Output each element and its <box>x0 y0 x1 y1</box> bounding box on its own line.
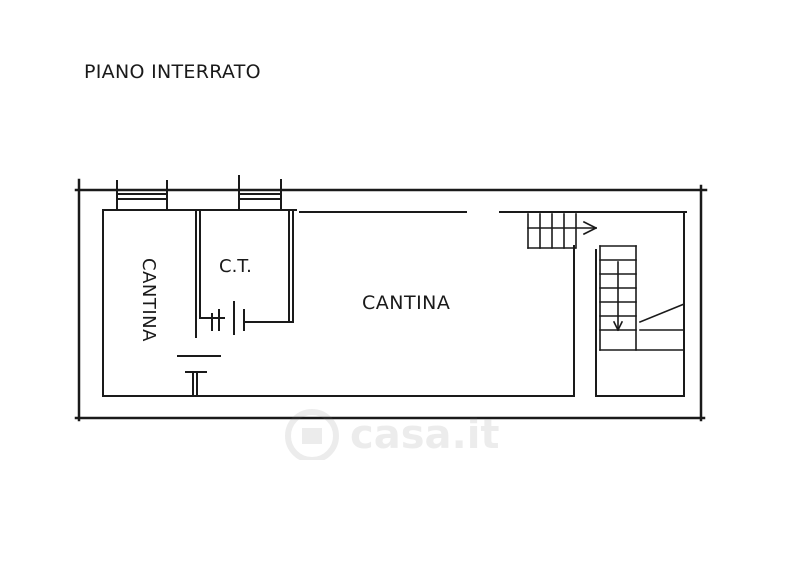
staircase <box>527 213 686 351</box>
inner-wall <box>102 209 687 397</box>
window-left <box>116 180 168 209</box>
plan-title: PIANO INTERRATO <box>84 61 261 83</box>
door-mark <box>177 355 221 395</box>
window-right <box>238 175 282 209</box>
room-label-cantina-left: CANTINA <box>138 258 159 342</box>
room-label-cantina-main: CANTINA <box>362 292 451 314</box>
ct-partition <box>195 211 294 338</box>
outer-wall <box>74 178 708 422</box>
room-label-ct: C.T. <box>219 256 252 277</box>
